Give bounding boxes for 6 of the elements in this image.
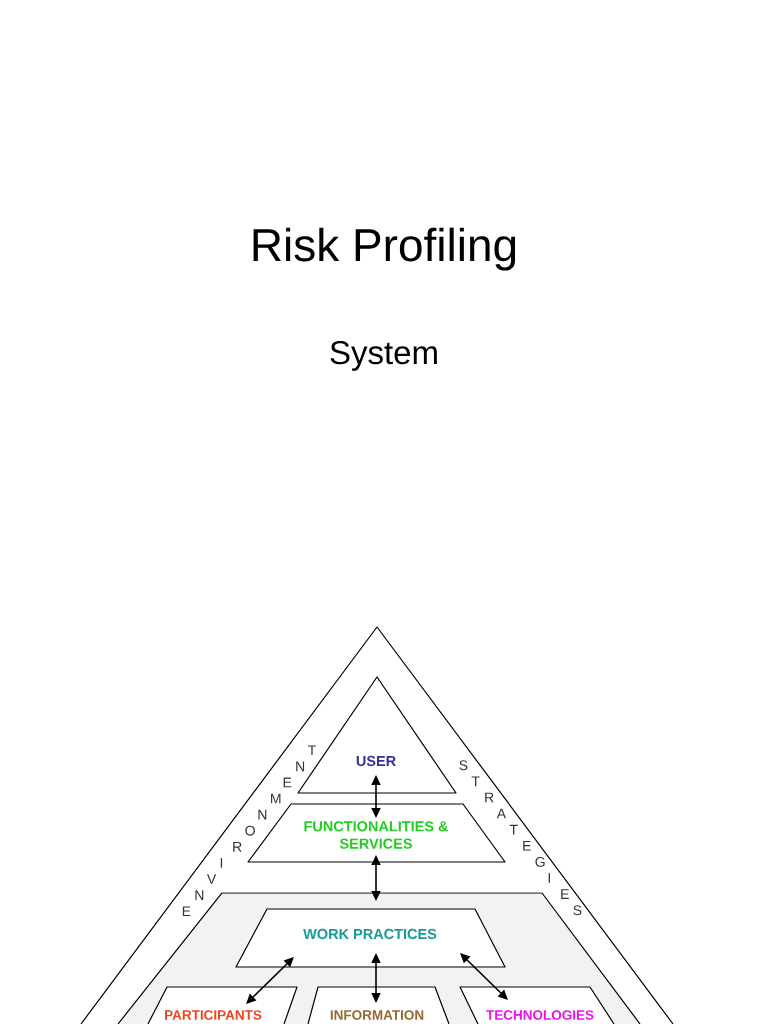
title: Risk Profiling: [253, 227, 516, 271]
parallelogram-box: TECHNOLOGIES: [459, 986, 615, 1024]
parallelogram-box: PARTICIPANTS: [147, 986, 298, 1024]
subtitle: System: [330, 340, 437, 371]
double-arrow: [246, 957, 294, 1004]
double-arrow: [460, 953, 508, 1000]
